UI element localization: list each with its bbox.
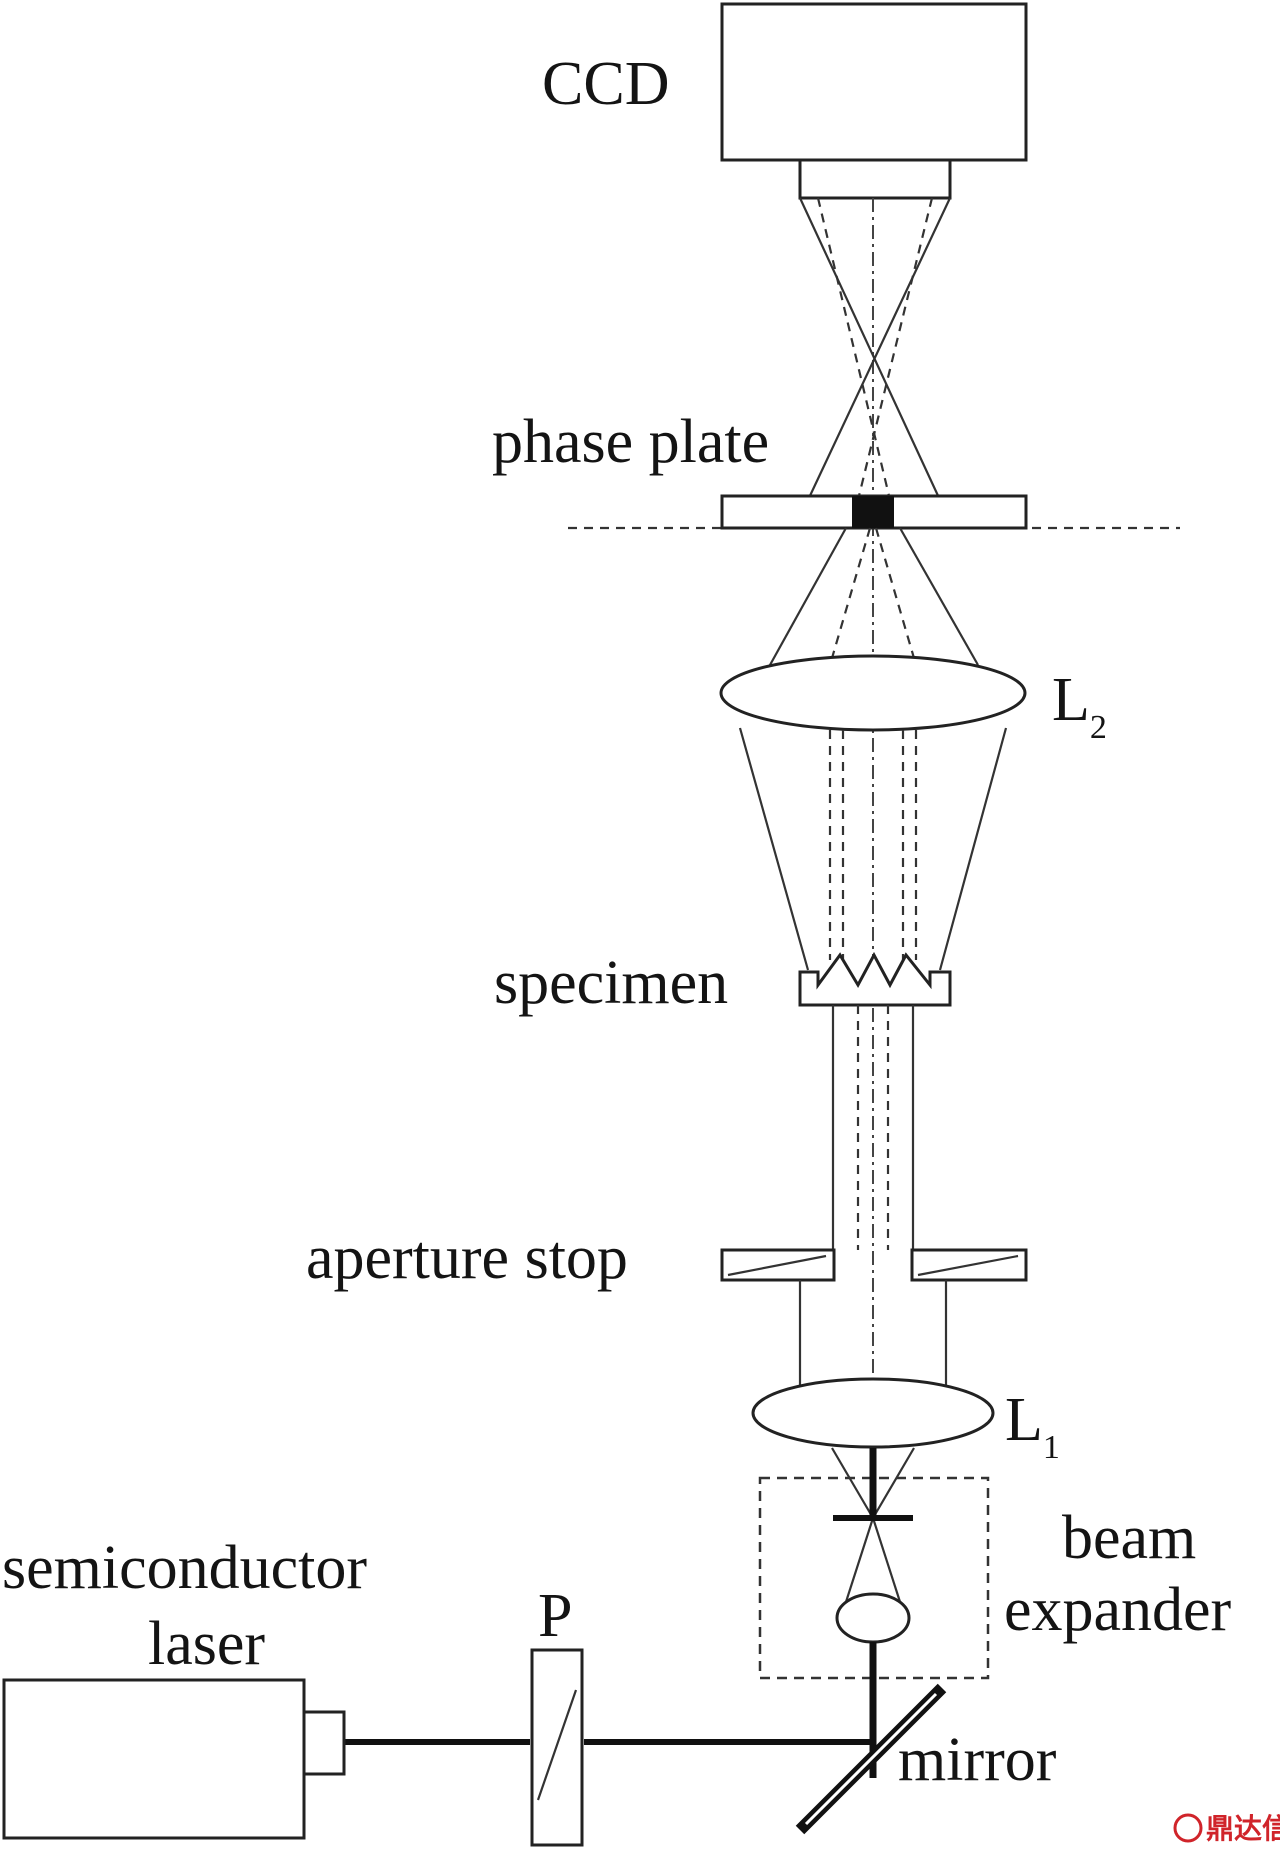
ccd-lens-mount xyxy=(798,158,952,200)
collimated-beam-mid xyxy=(831,1005,915,1260)
ccd-label: CCD xyxy=(542,50,669,118)
polarizer-label: P xyxy=(538,1582,572,1650)
phase-plate xyxy=(720,494,1028,530)
ccd-body xyxy=(720,2,1028,162)
watermark-logo-icon xyxy=(1173,1813,1203,1843)
specimen-label: specimen xyxy=(494,949,728,1017)
watermark-text: 鼎达信 xyxy=(1206,1812,1280,1845)
ccd-camera xyxy=(720,2,1028,200)
lens-l2 xyxy=(719,654,1027,732)
polarizer xyxy=(530,1648,584,1847)
watermark: 鼎达信 xyxy=(1173,1812,1280,1845)
beam-label: beam xyxy=(1062,1504,1196,1572)
beam-aperture-to-l1 xyxy=(798,1280,948,1385)
specimen xyxy=(798,951,952,1007)
l2-label: L2 xyxy=(1052,666,1107,746)
rays-phase-to-l2 xyxy=(769,527,979,666)
lens-l1 xyxy=(751,1377,995,1449)
phase-plate-center-dot xyxy=(852,496,894,528)
semiconductor-laser xyxy=(2,1678,346,1840)
aperture-stop-label: aperture stop xyxy=(306,1224,628,1292)
l1-label: L1 xyxy=(1005,1386,1060,1466)
mirror-label: mirror xyxy=(898,1726,1057,1794)
laser-output-port xyxy=(302,1710,346,1776)
mirror xyxy=(795,1683,947,1835)
beam-expander-box xyxy=(758,1476,990,1680)
expander-label: expander xyxy=(1004,1576,1232,1644)
laser-body xyxy=(2,1678,306,1840)
beam-expander xyxy=(758,1447,990,1680)
imaging-rays-upper xyxy=(799,197,951,501)
phase-plate-label: phase plate xyxy=(492,408,769,476)
semiconductor-label: semiconductor xyxy=(2,1534,367,1602)
rays-l2-to-specimen xyxy=(738,727,1008,971)
aperture-stop xyxy=(720,1248,1028,1282)
laser-label: laser xyxy=(148,1610,265,1678)
expander-lens xyxy=(835,1592,911,1644)
